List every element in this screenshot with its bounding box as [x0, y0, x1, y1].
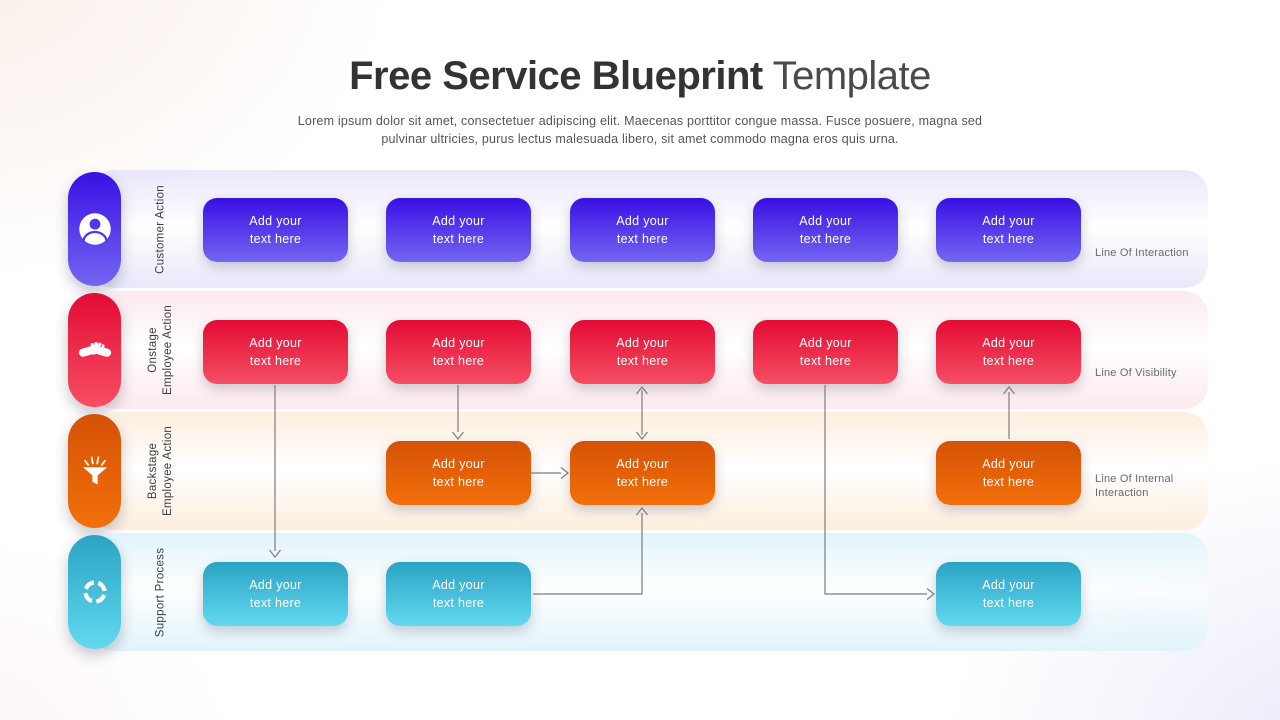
- placeholder-box[interactable]: Add your text here: [386, 198, 531, 262]
- placeholder-box[interactable]: Add your text here: [570, 320, 715, 384]
- placeholder-box[interactable]: Add your text here: [753, 320, 898, 384]
- row-icon-pill: [68, 535, 121, 649]
- placeholder-box[interactable]: Add your text here: [386, 562, 531, 626]
- row-label-onstage-employee-action: Onstage Employee Action: [147, 304, 174, 396]
- page-subtitle: Lorem ipsum dolor sit amet, consectetuer…: [297, 114, 983, 146]
- placeholder-box[interactable]: Add your text here: [386, 320, 531, 384]
- row-backstage-employee-action: Backstage Employee Action Add your text …: [0, 412, 1280, 530]
- placeholder-box[interactable]: Add your text here: [570, 198, 715, 262]
- handshake-icon: [78, 341, 111, 357]
- placeholder-box[interactable]: Add your text here: [936, 320, 1081, 384]
- placeholder-box[interactable]: Add your text here: [203, 320, 348, 384]
- placeholder-box[interactable]: Add your text here: [753, 198, 898, 262]
- row-customer-action: Customer Action Add your text here Add y…: [0, 170, 1280, 288]
- placeholder-box[interactable]: Add your text here: [936, 441, 1081, 505]
- row-icon-pill: [68, 414, 121, 528]
- page-title: Free Service Blueprint Template: [0, 54, 1280, 98]
- row-label-customer-action: Customer Action: [154, 184, 167, 274]
- row-label-support-process: Support Process: [154, 547, 167, 637]
- placeholder-box[interactable]: Add your text here: [386, 441, 531, 505]
- line-of-interaction-label: Line Of Interaction: [1095, 247, 1189, 259]
- page-title-primary: Free Service Blueprint: [349, 54, 763, 98]
- page-title-secondary: Template: [772, 54, 932, 98]
- cycle-icon: [82, 580, 107, 604]
- row-icon-pill: [68, 293, 121, 407]
- row-onstage-employee-action: Onstage Employee Action Add your text he…: [0, 291, 1280, 409]
- line-of-internal-interaction-label: Line Of Internal Interaction: [1095, 473, 1174, 500]
- placeholder-box[interactable]: Add your text here: [203, 562, 348, 626]
- row-icon-pill: [68, 172, 121, 286]
- placeholder-box[interactable]: Add your text here: [203, 198, 348, 262]
- placeholder-box[interactable]: Add your text here: [936, 562, 1081, 626]
- row-label-backstage-employee-action: Backstage Employee Action: [147, 425, 174, 517]
- placeholder-box[interactable]: Add your text here: [570, 441, 715, 505]
- row-support-process: Support Process Add your text here Add y…: [0, 533, 1280, 651]
- line-of-visibility-label: Line Of Visibility: [1095, 367, 1177, 379]
- funnel-icon: [82, 456, 107, 485]
- placeholder-box[interactable]: Add your text here: [936, 198, 1081, 262]
- user-icon: [78, 213, 111, 245]
- header: Free Service Blueprint Template Lorem ip…: [0, 54, 1280, 148]
